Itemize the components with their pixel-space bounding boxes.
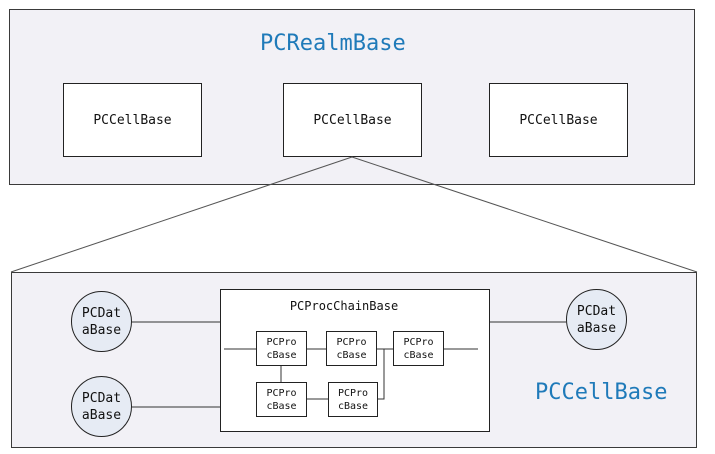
proc-chain-title: PCProcChainBase bbox=[289, 299, 399, 313]
proc-label-line2: cBase bbox=[403, 349, 434, 361]
proc-label-line2: cBase bbox=[337, 400, 369, 412]
proc-label-line2: cBase bbox=[336, 349, 367, 361]
realm-cell-box-1: PCCellBase bbox=[63, 83, 202, 157]
database-label-line1: PCDat bbox=[81, 305, 122, 321]
database-label-line1: PCDat bbox=[81, 390, 122, 406]
database-label-line1: PCDat bbox=[576, 303, 617, 319]
zoom-line-left bbox=[10, 156, 353, 273]
proc-label-line1: PCPro bbox=[337, 387, 369, 399]
realm-cell-box-3: PCCellBase bbox=[489, 83, 628, 157]
zoom-line-right bbox=[351, 156, 698, 273]
realm-cell-box-2: PCCellBase bbox=[283, 83, 422, 157]
database-label-line2: aBase bbox=[81, 322, 122, 338]
proc-label-line1: PCPro bbox=[403, 336, 434, 348]
realm-title: PCRealmBase bbox=[260, 31, 406, 56]
proc-label-line1: PCPro bbox=[266, 387, 297, 399]
proc-label-line1: PCPro bbox=[266, 336, 297, 348]
proc-label-line1: PCPro bbox=[336, 336, 367, 348]
proc-label-line2: cBase bbox=[266, 349, 297, 361]
database-label-line2: aBase bbox=[81, 407, 122, 423]
database-label-line2: aBase bbox=[576, 320, 617, 336]
cell-detail-title: PCCellBase bbox=[535, 380, 668, 405]
proc-label-line2: cBase bbox=[266, 400, 297, 412]
